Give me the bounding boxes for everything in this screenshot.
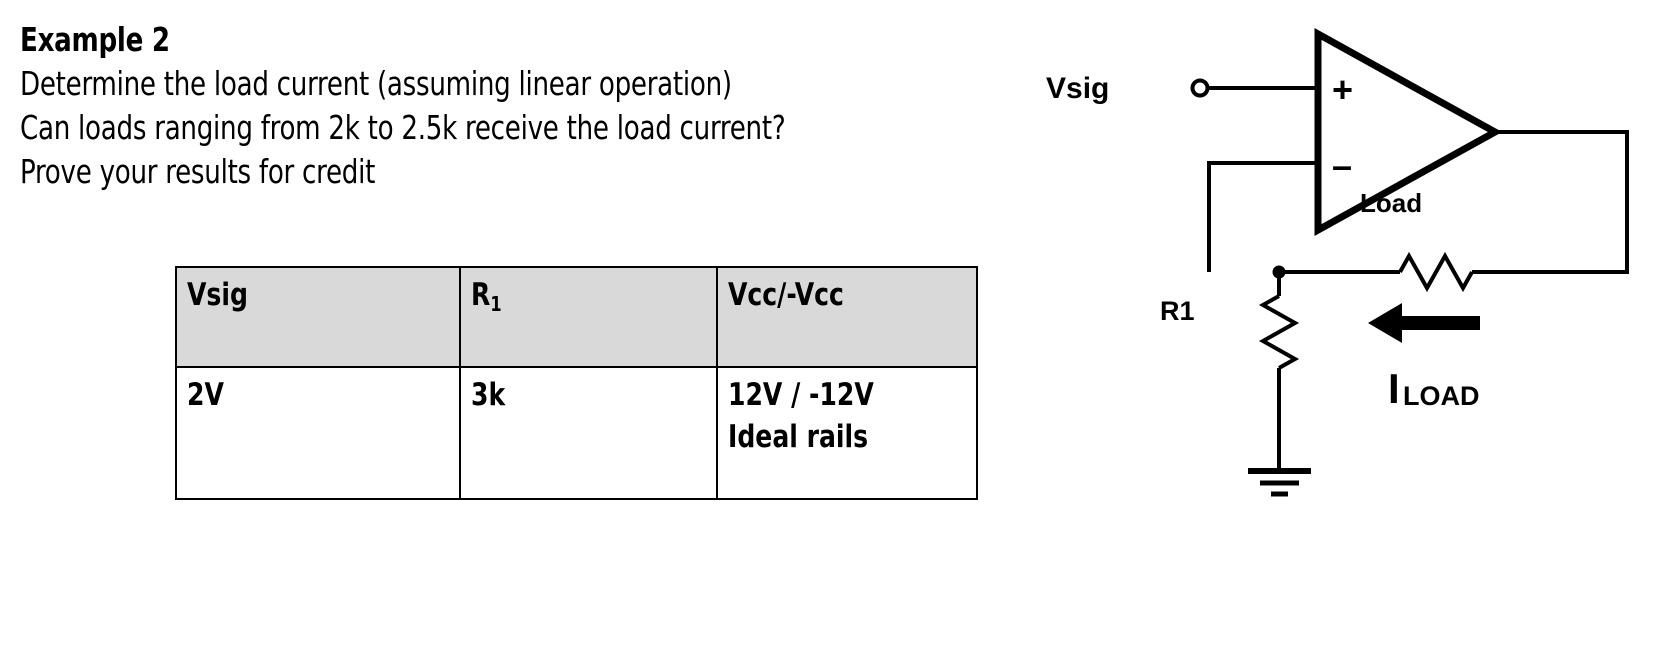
page-title: Example 2 xyxy=(20,20,170,59)
r1-resistor-icon xyxy=(1258,294,1300,370)
table-header-r1: R1 xyxy=(459,266,718,368)
prompt-line-1: Determine the load current (assuming lin… xyxy=(20,64,732,103)
r1-label: R1 xyxy=(1160,296,1195,326)
noninverting-input-label: + xyxy=(1332,69,1353,110)
op-amp-icon xyxy=(1314,28,1503,236)
inverting-input-label: – xyxy=(1332,145,1352,186)
table-header-vcc: Vcc/-Vcc xyxy=(716,266,978,368)
parameters-table: Vsig R1 Vcc/-Vcc 2V 3k 12V / -12V Ideal … xyxy=(175,266,978,500)
circuit-diagram: Vsig + – Load xyxy=(1020,0,1668,520)
iload-label: I xyxy=(1388,365,1400,412)
vsig-label: Vsig xyxy=(1046,72,1109,105)
table-row: 2V 3k 12V / -12V Ideal rails xyxy=(175,366,978,500)
table-header-vsig: Vsig xyxy=(175,266,461,368)
current-arrow-icon xyxy=(1368,303,1480,343)
table-header-row: Vsig R1 Vcc/-Vcc xyxy=(175,266,978,368)
iload-subscript: LOAD xyxy=(1403,381,1480,411)
prompt-line-3: Prove your results for credit xyxy=(20,152,376,191)
load-label: Load xyxy=(1360,188,1422,218)
subscript-1: 1 xyxy=(490,292,502,316)
input-terminal-icon xyxy=(1190,78,1210,98)
table-cell-vcc-value: 12V / -12V Ideal rails xyxy=(716,366,978,500)
table-cell-vsig-value: 2V xyxy=(175,366,461,500)
table-cell-r1-value: 3k xyxy=(459,366,718,500)
prompt-line-2: Can loads ranging from 2k to 2.5k receiv… xyxy=(20,108,786,147)
load-resistor-icon xyxy=(1398,251,1474,293)
problem-statement: Example 2 Determine the load current (as… xyxy=(20,18,950,194)
